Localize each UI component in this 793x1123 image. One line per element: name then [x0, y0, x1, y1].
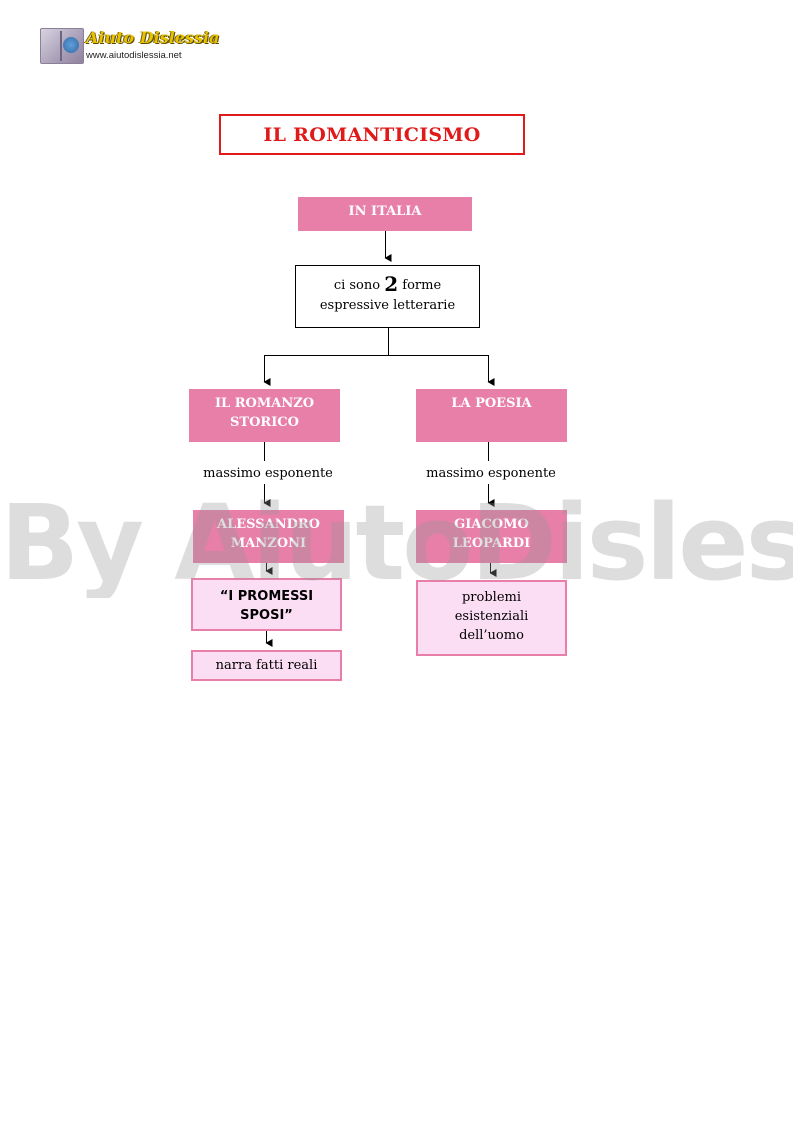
reali-label: narra fatti reali: [215, 658, 318, 673]
node-in-italia: IN ITALIA: [298, 197, 472, 231]
romanzo-line2: STORICO: [230, 415, 299, 430]
leopardi-line1: GIACOMO: [454, 517, 529, 532]
forme-number: 2: [384, 272, 399, 296]
problemi-line1: problemi: [461, 590, 522, 605]
node-problemi-esistenziali: problemi esistenziali dell’uomo: [416, 580, 567, 656]
node-giacomo-leopardi: GIACOMO LEOPARDI: [416, 510, 567, 563]
site-logo: Aiuto Dislessia www.aiutodislessia.net: [40, 26, 219, 66]
forme-text-post: forme: [402, 278, 442, 293]
manzoni-line1: ALESSANDRO: [217, 517, 320, 532]
poesia-label: LA POESIA: [451, 396, 532, 411]
label-massimo-esponente-left: massimo esponente: [203, 466, 333, 481]
title-box: IL ROMANTICISMO: [219, 114, 525, 155]
node-la-poesia: LA POESIA: [416, 389, 567, 442]
node-forme-espressive: ci sono 2 forme espressive letterarie: [295, 265, 480, 328]
logo-title: Aiuto Dislessia: [86, 28, 220, 47]
node-narra-fatti-reali: narra fatti reali: [191, 650, 342, 681]
node-i-promessi-sposi: “I PROMESSI SPOSI”: [191, 578, 342, 631]
label-massimo-esponente-right: massimo esponente: [426, 466, 556, 481]
book-icon: [40, 28, 84, 64]
problemi-line2: esistenziali: [454, 609, 529, 624]
forme-text-pre: ci sono: [333, 278, 381, 293]
manzoni-line2: MANZONI: [230, 536, 307, 551]
logo-url: www.aiutodislessia.net: [86, 50, 182, 61]
page-title: IL ROMANTICISMO: [263, 123, 481, 146]
node-romanzo-storico: IL ROMANZO STORICO: [189, 389, 340, 442]
problemi-line3: dell’uomo: [459, 628, 524, 643]
node-alessandro-manzoni: ALESSANDRO MANZONI: [193, 510, 344, 563]
sposi-line2: SPOSI”: [240, 608, 293, 623]
romanzo-line1: IL ROMANZO: [214, 396, 315, 411]
node-in-italia-label: IN ITALIA: [348, 204, 422, 219]
sposi-line1: “I PROMESSI: [219, 589, 314, 604]
leopardi-line2: LEOPARDI: [452, 536, 531, 551]
forme-line2: espressive letterarie: [319, 298, 456, 313]
